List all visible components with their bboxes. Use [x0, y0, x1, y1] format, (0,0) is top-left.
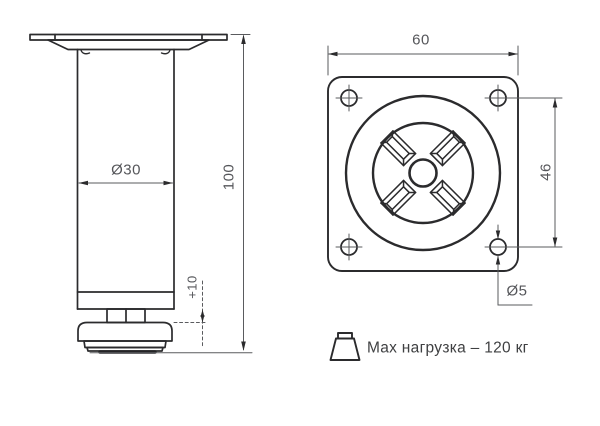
- top-plate-outline: [327, 76, 519, 272]
- side-view: [29, 33, 253, 354]
- top-view: [327, 76, 519, 272]
- adjustable-foot: [77, 321, 173, 354]
- screw-holes: [335, 84, 512, 261]
- outer-boss-circle: [344, 94, 502, 252]
- center-hole: [408, 158, 438, 188]
- inner-boss-circle: [371, 121, 475, 225]
- dim-label-hole-spacing: 46: [537, 163, 555, 181]
- dim-label-plate-width: 60: [412, 31, 430, 49]
- dim-label-hole-diameter: Ø5: [506, 282, 528, 300]
- leg-tube: [76, 48, 175, 310]
- weight-icon: [329, 332, 361, 361]
- ribs: [380, 130, 466, 216]
- side-plate: [29, 33, 228, 55]
- dim-label-adjustment: +10: [184, 275, 200, 299]
- dimension-lines: [78, 34, 563, 350]
- dim-label-tube-diameter: Ø30: [111, 161, 141, 179]
- dim-label-leg-height: 100: [220, 163, 238, 191]
- adjuster-stem: [106, 308, 146, 324]
- max-load-note: Max нагрузка – 120 кг: [367, 339, 529, 357]
- dimension-arrows: [78, 34, 558, 351]
